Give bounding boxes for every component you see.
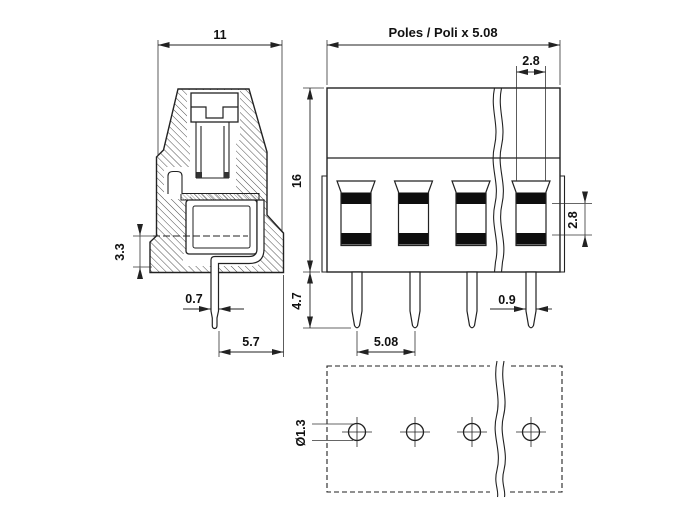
hole-4 (516, 417, 546, 447)
clamp-cage-inner (192, 205, 251, 249)
wire-opening-2 (393, 180, 434, 247)
pin-2 (409, 271, 421, 329)
dim-side-overall-width: 11 (213, 28, 226, 42)
wire-guard-hook (167, 170, 183, 194)
extension-lines (133, 40, 592, 441)
hole-3 (457, 417, 487, 447)
wire-opening-4 (511, 180, 551, 247)
dim-front-opening-width: 2.8 (522, 54, 539, 68)
dim-front-pin-length: 4.7 (290, 292, 304, 309)
front-right-ledge (560, 175, 566, 273)
dimension-labels: 11 3.3 0.7 5.7 Poles / Poli x 5.08 2.8 1… (113, 25, 580, 447)
dim-bottom-hole-diameter: Ø1.3 (294, 419, 308, 446)
dim-side-pin-to-back: 5.7 (242, 335, 259, 349)
solder-pin-side (210, 199, 265, 330)
dim-front-body-height: 16 (290, 174, 304, 188)
dimension-lines (137, 42, 588, 355)
screw-shank-corner-right (223, 172, 229, 178)
dim-front-pin-pitch: 5.08 (374, 335, 398, 349)
hole-2 (400, 417, 430, 447)
dim-front-opening-height: 2.8 (566, 211, 580, 228)
wire-opening-1 (336, 180, 376, 247)
bottom-break-line (494, 360, 506, 498)
dim-front-pin-width: 0.9 (498, 293, 515, 307)
hole-1 (342, 417, 372, 447)
screw-shank-corner-left (196, 172, 202, 178)
pin-1 (351, 271, 363, 329)
front-view (321, 87, 566, 329)
screw-slot (191, 106, 238, 119)
front-left-ledge (321, 175, 327, 273)
dim-side-wire-center-height: 3.3 (113, 243, 127, 260)
front-pins (351, 271, 537, 329)
dimensions: 11 3.3 0.7 5.7 Poles / Poli x 5.08 2.8 1… (113, 25, 592, 447)
mounting-holes (342, 417, 546, 447)
pin-4 (525, 271, 537, 329)
front-break-line (492, 87, 505, 273)
side-view (149, 88, 285, 330)
clamp-cage-outer (185, 199, 258, 255)
bottom-view (326, 360, 563, 498)
pin-3 (466, 271, 478, 329)
wire-opening-3 (451, 180, 491, 247)
footprint-outline (326, 365, 563, 493)
dim-side-pin-thickness: 0.7 (185, 292, 202, 306)
clamp-plate-hatched (180, 193, 260, 201)
dim-front-total-width: Poles / Poli x 5.08 (388, 25, 497, 40)
break-mask (490, 363, 509, 495)
